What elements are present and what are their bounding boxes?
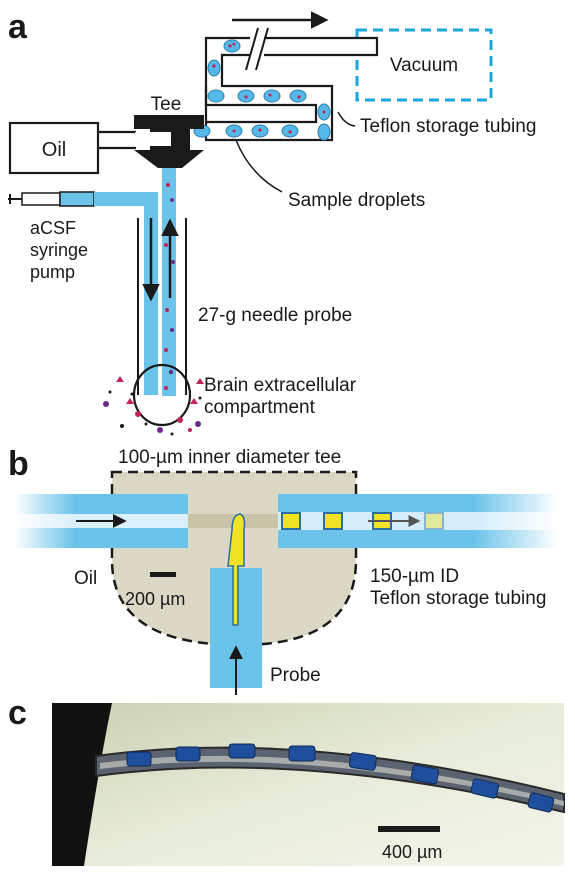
probe-label-b: Probe: [270, 665, 321, 686]
brain-label-2: compartment: [204, 397, 316, 418]
teflon-storage-tubing: [204, 27, 379, 142]
vacuum-label: Vacuum: [390, 55, 458, 76]
tee-body: [134, 115, 204, 129]
droplets-label: Sample droplets: [288, 190, 425, 211]
tubing-label-b-2: Teflon storage tubing: [370, 588, 546, 609]
tee-funnel: [134, 150, 204, 168]
tubing-label-b-1: 150-µm ID: [370, 566, 459, 587]
analyte-particles-tubing: [212, 42, 326, 134]
vacuum-box: [355, 28, 493, 102]
scale-label-c: 400 µm: [382, 842, 442, 862]
tee-diameter-label: 100-µm inner diameter tee: [118, 447, 341, 468]
probe-tip-membrane: [132, 363, 192, 427]
teflon-leader: [337, 111, 356, 127]
syringe: [8, 191, 95, 207]
brain-particles: [103, 376, 204, 436]
panel-a-letter: a: [8, 8, 28, 46]
panel-b-letter: b: [8, 445, 29, 483]
oil-label-a: Oil: [42, 139, 66, 161]
needle-probe-walls: [137, 218, 187, 395]
oil-inlet-tubing: [98, 130, 136, 150]
oil-reservoir: [8, 121, 100, 175]
tee-label: Tee: [151, 94, 182, 115]
scale-bar-c: [378, 826, 440, 832]
oil-label-b: Oil: [74, 568, 97, 589]
pump-label-2: syringe: [30, 240, 88, 260]
sample-droplets-b: [281, 512, 444, 530]
brain-label-1: Brain extracellular: [204, 375, 357, 396]
needle-label: 27-g needle probe: [198, 305, 352, 326]
pump-label-3: pump: [30, 262, 75, 282]
analyte-particles-probe: [164, 183, 175, 390]
scale-label-b: 200 µm: [125, 589, 185, 609]
panel-c-letter: c: [8, 694, 27, 732]
acsf-inflow-line: [94, 192, 158, 395]
sample-stream-b: [227, 513, 246, 626]
teflon-label: Teflon storage tubing: [360, 116, 536, 137]
scale-bar-b: [150, 572, 176, 577]
droplets-leader: [235, 139, 283, 193]
pump-label-1: aCSF: [30, 218, 76, 238]
micrograph: [52, 703, 565, 866]
